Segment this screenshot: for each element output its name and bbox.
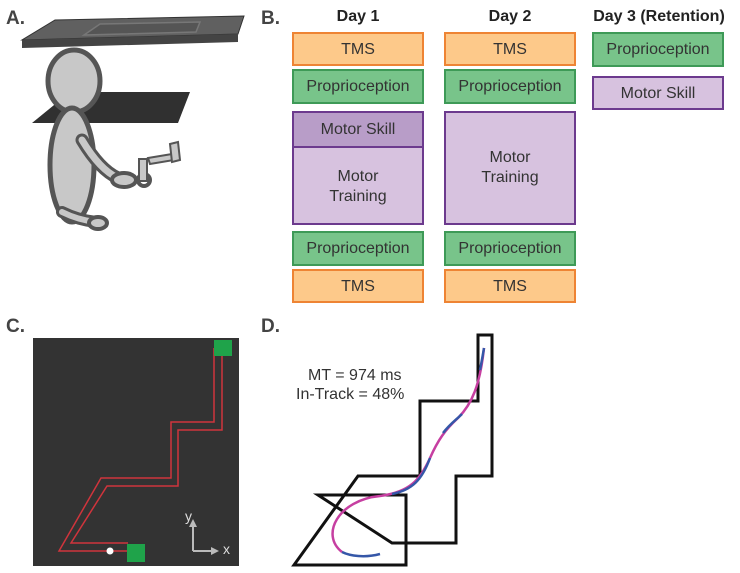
participant-head (45, 47, 103, 115)
day3-motor-skill-label: Motor Skill (620, 84, 696, 102)
day1-proprioception-pre: Proprioception (292, 69, 424, 104)
y-axis-label: y (185, 508, 192, 524)
panel-label-d: D. (261, 316, 280, 337)
day1-tms-post-label: TMS (341, 277, 375, 295)
cursor-dot (106, 547, 114, 555)
participant-foot (87, 215, 109, 231)
panel-label-a: A. (6, 8, 25, 29)
day1-motor-training: Motor Training (329, 167, 387, 205)
day1-tms-pre: TMS (292, 32, 424, 66)
day2-tms-post: TMS (444, 269, 576, 303)
x-axis-arrow (211, 547, 219, 555)
trajectory-blue-mid1 (391, 457, 432, 496)
day1-training-block: Motor Skill Motor Training (292, 111, 424, 225)
movement-time-text: MT = 974 ms (308, 367, 402, 384)
robot-link (146, 152, 176, 166)
participant-body (47, 105, 97, 225)
panel-label-b: B. (261, 8, 280, 29)
participant-illustration (20, 15, 245, 231)
day2-tms-post-label: TMS (493, 277, 527, 295)
participant-hand (110, 171, 138, 189)
trajectory-plot (291, 333, 494, 567)
day2-tms-pre: TMS (444, 32, 576, 66)
x-axis-label: x (223, 541, 230, 557)
day2-proprioception-pre-label: Proprioception (458, 78, 562, 95)
day1-proprioception-pre-label: Proprioception (306, 78, 410, 95)
day2-proprioception-pre: Proprioception (444, 69, 576, 104)
trajectory-magenta (331, 347, 486, 553)
day2-tms-pre-label: TMS (493, 40, 527, 58)
day3-motor-skill: Motor Skill (592, 76, 724, 110)
display-edge (22, 34, 238, 48)
panel-label-c: C. (6, 316, 25, 337)
in-track-text: In-Track = 48% (296, 386, 405, 403)
trajectory-blue-start (341, 550, 381, 558)
day2-proprioception-post: Proprioception (444, 231, 576, 266)
day1-proprioception-post: Proprioception (292, 231, 424, 266)
day1-motor-skill-label: Motor Skill (320, 120, 396, 138)
day3-proprioception-label: Proprioception (606, 41, 710, 58)
track-outer-edge (69, 348, 223, 544)
start-target (127, 544, 145, 562)
track-background (33, 338, 239, 566)
trajectory-blue-end (478, 347, 486, 371)
y-axis-arrow (189, 519, 197, 527)
display-screen (81, 21, 202, 36)
day3-heading: Day 3 (Retention) (593, 8, 725, 25)
day1-tms-pre-label: TMS (341, 40, 375, 58)
end-target (214, 340, 232, 356)
day3-proprioception: Proprioception (592, 32, 724, 67)
day1-heading: Day 1 (336, 8, 380, 25)
track-outline (291, 333, 494, 567)
day1-proprioception-post-label: Proprioception (306, 240, 410, 257)
day2-proprioception-post-label: Proprioception (458, 240, 562, 257)
track-inner-edge (57, 348, 215, 552)
trajectory-blue-mid2 (442, 413, 463, 434)
day1-tms-post: TMS (292, 269, 424, 303)
day2-motor-training-label: Motor Training (481, 149, 539, 186)
day2-heading: Day 2 (488, 8, 532, 25)
day2-motor-training: Motor Training (444, 111, 576, 225)
day1-motor-skill: Motor Skill (294, 113, 422, 148)
robot-arm (168, 140, 182, 164)
track-display: y x (33, 338, 239, 566)
